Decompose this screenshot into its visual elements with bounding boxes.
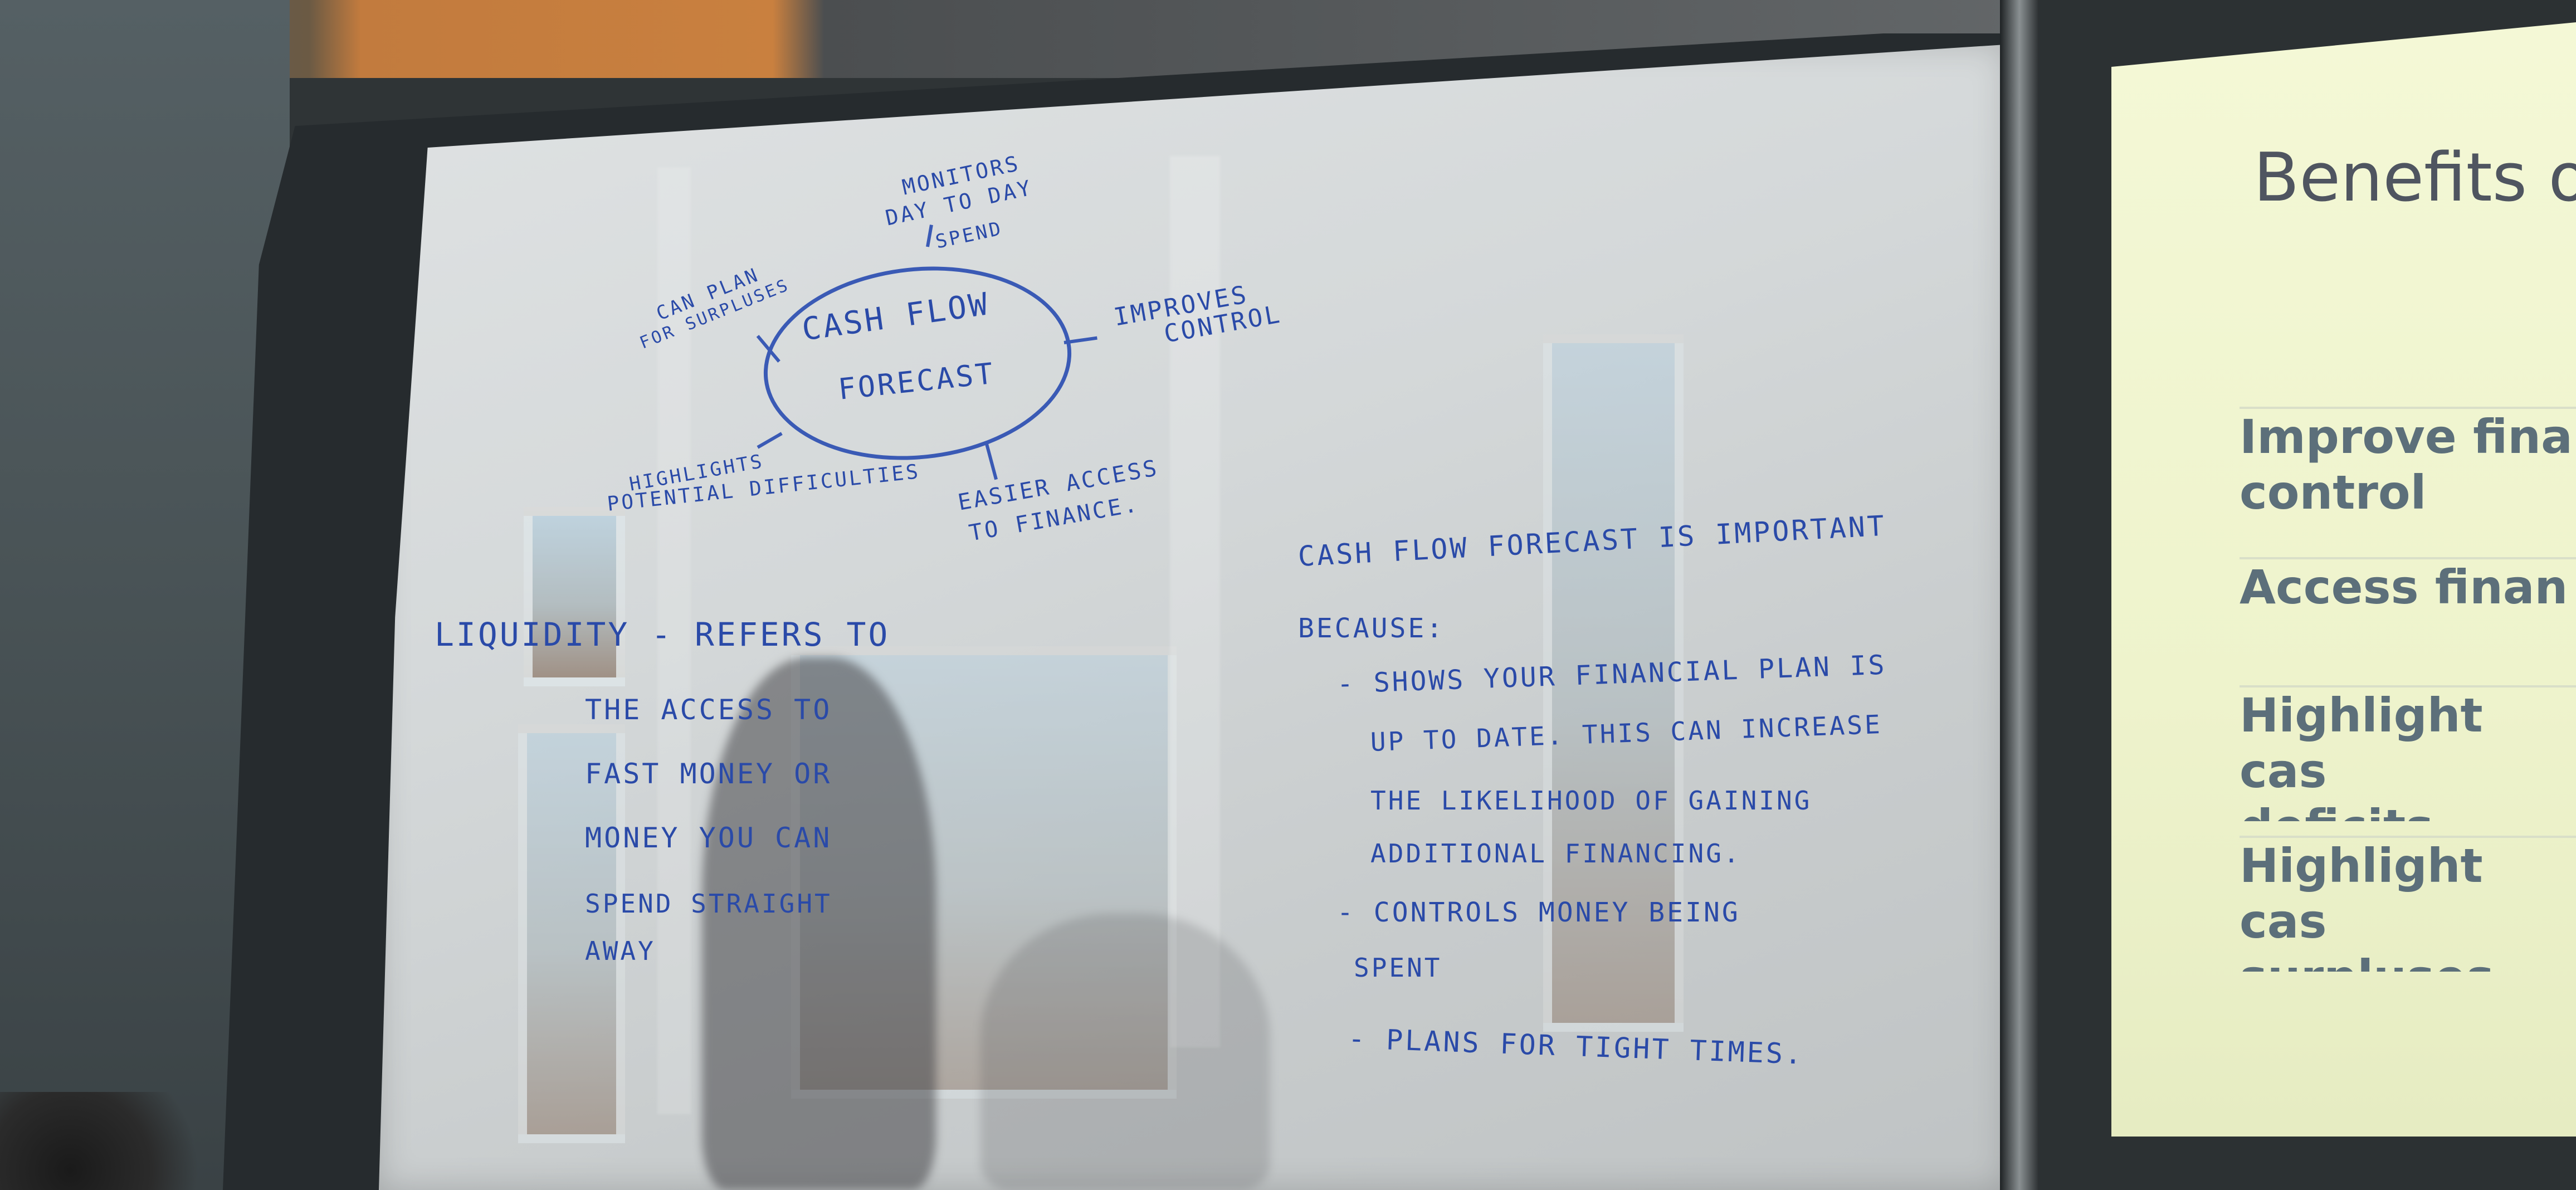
window-reflection <box>518 724 625 1143</box>
slide-row: Improve fina control <box>2240 407 2576 543</box>
person-reflection <box>702 657 936 1190</box>
window-reflection <box>1543 334 1684 1032</box>
importance-line: SPENT <box>1354 953 1442 983</box>
liquidity-line: SPEND STRAIGHT <box>585 889 832 919</box>
slide-title: Benefits o <box>2253 139 2576 217</box>
slide-row: Highlight cas deficits <box>2240 685 2576 821</box>
board-edge <box>2000 0 2039 1190</box>
whiteboard <box>379 45 2006 1190</box>
importance-line: ADDITIONAL FINANCING. <box>1370 838 1741 869</box>
light-streak <box>1170 156 1220 1047</box>
liquidity-line: LIQUIDITY - REFERS TO <box>435 616 890 653</box>
projected-slide <box>2111 22 2576 1137</box>
light-streak <box>657 167 691 1114</box>
person-reflection <box>980 914 1270 1190</box>
liquidity-line: AWAY <box>585 936 656 966</box>
liquidity-line: THE ACCESS TO <box>585 694 832 726</box>
slide-row: Highlight cas surpluses <box>2240 836 2576 972</box>
liquidity-line: FAST MONEY OR <box>585 758 832 790</box>
slide-row: Access finan <box>2240 557 2576 665</box>
foreground-shadow <box>0 1092 234 1190</box>
importance-line: BECAUSE: <box>1298 613 1445 644</box>
importance-line: - CONTROLS MONEY BEING <box>1337 897 1740 928</box>
window-reflection <box>524 507 625 686</box>
importance-line: THE LIKELIHOOD OF GAINING <box>1370 786 1812 816</box>
liquidity-line: MONEY YOU CAN <box>585 822 832 854</box>
